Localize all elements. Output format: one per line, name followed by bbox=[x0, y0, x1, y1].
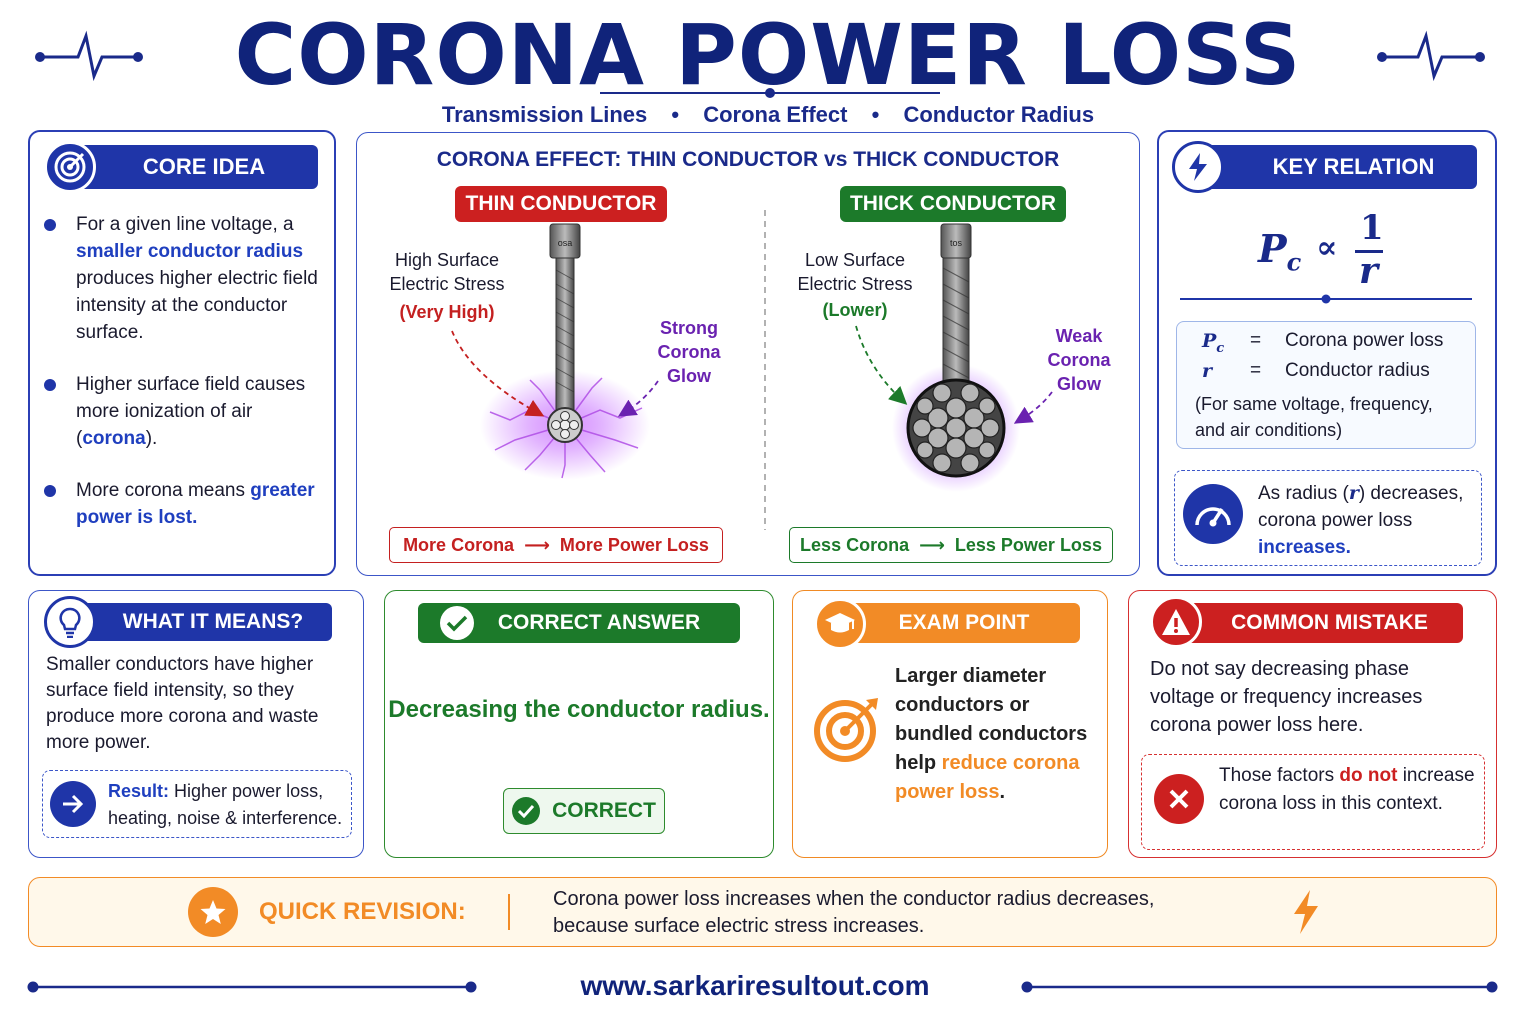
subtitle: Transmission Lines • Corona Effect • Con… bbox=[0, 102, 1536, 128]
radius-note-text: As radius (r) decreases, corona power lo… bbox=[1258, 482, 1464, 558]
def-note: (For same voltage, frequency, and air co… bbox=[1195, 394, 1433, 440]
thin-conductor-label: THIN CONDUCTOR bbox=[455, 186, 667, 222]
list-item: More corona means greater power is lost. bbox=[44, 477, 328, 531]
formula: Pc ∝ 1 r bbox=[1258, 208, 1384, 292]
list-item: For a given line voltage, a smaller cond… bbox=[44, 211, 328, 346]
common-mistake-text: Do not say decreasing phase voltage or f… bbox=[1150, 658, 1423, 736]
subtitle-item: Corona Effect bbox=[703, 102, 848, 127]
target-icon bbox=[44, 141, 96, 193]
correct-badge: CORRECT bbox=[503, 788, 665, 834]
thick-result-tag: Less Corona ⟶ Less Power Loss bbox=[789, 527, 1113, 563]
result-box bbox=[42, 770, 352, 838]
subtitle-item: Transmission Lines bbox=[441, 102, 648, 127]
core-idea-panel bbox=[28, 130, 336, 576]
center-divider bbox=[764, 210, 766, 530]
lightning-icon bbox=[1172, 141, 1224, 193]
exam-point-text: Larger diameter conductors or bundled co… bbox=[895, 665, 1088, 803]
what-it-means-heading: WHAT IT MEANS? bbox=[70, 603, 332, 641]
check-icon bbox=[440, 606, 474, 640]
thick-glow-text: Weak Corona Glow bbox=[1047, 326, 1111, 394]
check-circle-icon bbox=[512, 797, 541, 825]
thin-stress-text: High Surface Electric Stress (Very High) bbox=[389, 250, 505, 322]
quick-revision-bar bbox=[28, 877, 1497, 947]
target-arrow-icon bbox=[814, 698, 878, 762]
exam-point-heading: EXAM POINT bbox=[838, 603, 1080, 643]
subtitle-sep: • bbox=[671, 102, 680, 127]
warning-icon bbox=[1150, 596, 1202, 648]
thick-cap-label: tos bbox=[950, 238, 963, 248]
quick-revision-text: Corona power loss increases when the con… bbox=[553, 888, 1155, 937]
core-idea-heading: CORE IDEA bbox=[60, 145, 318, 189]
thin-arrows bbox=[451, 330, 659, 417]
quick-revision-label: QUICK REVISION: bbox=[259, 898, 466, 925]
page-title: CORONA POWER LOSS bbox=[234, 6, 1302, 104]
thin-cap-label: osa bbox=[558, 238, 573, 248]
arrow-right-icon bbox=[50, 781, 96, 827]
lightbulb-icon bbox=[44, 596, 96, 648]
thick-conductor-illustration: tos bbox=[892, 223, 1020, 492]
def-r: r = Conductor radius bbox=[1202, 360, 1430, 382]
core-idea-list: For a given line voltage, a smaller cond… bbox=[44, 211, 328, 556]
subtitle-sep: • bbox=[871, 102, 880, 127]
thick-arrows bbox=[855, 325, 1053, 424]
radius-note-box bbox=[1174, 470, 1482, 566]
gauge-icon bbox=[1183, 484, 1243, 544]
common-mistake-heading: COMMON MISTAKE bbox=[1176, 603, 1463, 643]
result-text: Result: Higher power loss, heating, nois… bbox=[108, 781, 343, 828]
thin-result-tag: More Corona ⟶ More Power Loss bbox=[389, 527, 723, 563]
revision-divider bbox=[508, 894, 510, 930]
formula-divider bbox=[1180, 294, 1472, 304]
list-item: Higher surface field causes more ionizat… bbox=[44, 371, 328, 452]
mistake-note-box bbox=[1141, 754, 1485, 850]
star-icon bbox=[188, 887, 238, 937]
pulse-icon-left bbox=[35, 30, 143, 82]
subtitle-item: Conductor Radius bbox=[903, 102, 1095, 127]
footer-line-left bbox=[27, 981, 477, 993]
def-pc: Pc = Corona power loss bbox=[1202, 330, 1444, 356]
thin-conductor-illustration: osa bbox=[480, 223, 650, 480]
key-relation-heading: KEY RELATION bbox=[1200, 145, 1477, 189]
footer-url[interactable]: www.sarkariresultout.com bbox=[580, 970, 930, 1001]
footer-line-right bbox=[1021, 981, 1498, 993]
thick-stress-text: Low Surface Electric Stress (Lower) bbox=[797, 250, 913, 320]
correct-answer-text: Decreasing the conductor radius. bbox=[388, 696, 770, 723]
thick-conductor-label: THICK CONDUCTOR bbox=[840, 186, 1066, 222]
mistake-note-text: Those factors do not increase corona los… bbox=[1219, 765, 1475, 814]
close-icon bbox=[1154, 774, 1204, 824]
effect-heading: CORONA EFFECT: THIN CONDUCTOR vs THICK C… bbox=[436, 148, 1060, 171]
pulse-icon-right bbox=[1377, 30, 1485, 82]
thin-glow-text: Strong Corona Glow bbox=[657, 318, 721, 386]
lightning-bolt-icon bbox=[1294, 890, 1318, 934]
definitions-box bbox=[1176, 321, 1476, 449]
title-underline bbox=[600, 88, 940, 98]
what-it-means-text: Smaller conductors have higher surface f… bbox=[46, 654, 319, 753]
graduation-cap-icon bbox=[814, 598, 866, 650]
